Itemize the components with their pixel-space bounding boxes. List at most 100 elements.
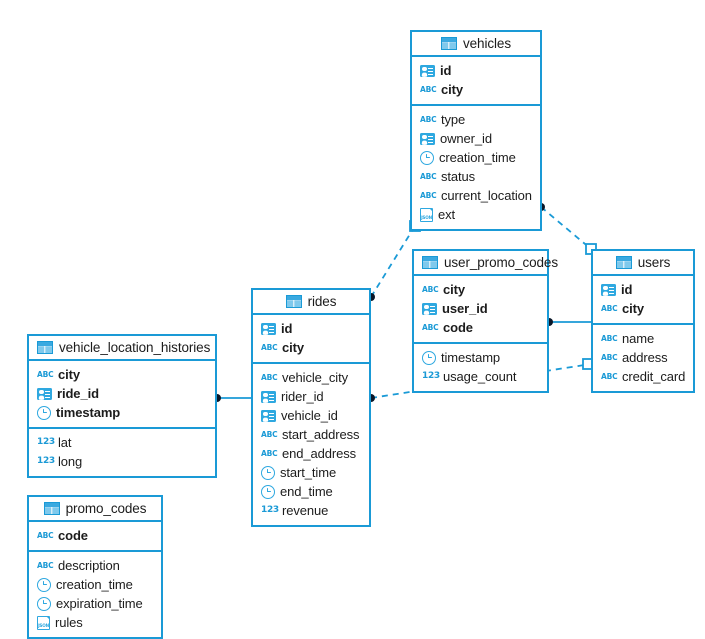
json-icon <box>420 207 433 222</box>
clock-icon <box>37 596 51 611</box>
field-users-id[interactable]: id <box>593 280 693 299</box>
field-promo_codes-expiration_time[interactable]: expiration_time <box>29 594 161 613</box>
field-promo_codes-code[interactable]: ABC code <box>29 526 161 545</box>
field-label: id <box>281 321 293 336</box>
field-label: id <box>440 63 452 78</box>
field-label: ext <box>438 207 456 222</box>
table-icon <box>37 341 53 354</box>
id-card-icon <box>261 390 276 403</box>
table-icon <box>285 295 302 308</box>
field-label: code <box>58 528 88 543</box>
relationship-user_promo_codes-users[interactable] <box>545 318 591 326</box>
entity-header-user_promo_codes[interactable]: user_promo_codes <box>414 251 558 276</box>
field-vehicle_location_histories-ride_id[interactable]: ride_id <box>29 384 215 403</box>
field-label: start_address <box>282 427 360 442</box>
field-label: timestamp <box>441 350 501 365</box>
field-rides-vehicle_id[interactable]: vehicle_id <box>253 406 369 425</box>
abc-icon: ABC <box>37 370 54 379</box>
field-user_promo_codes-user_id[interactable]: user_id <box>414 299 547 318</box>
abc-icon: ABC <box>420 172 437 181</box>
entity-title: user_promo_codes <box>444 255 558 270</box>
field-label: city <box>443 282 466 297</box>
entity-header-vehicle_location_histories[interactable]: vehicle_location_histories <box>29 336 215 361</box>
field-rides-start_address[interactable]: ABC start_address <box>253 425 369 444</box>
field-rides-end_time[interactable]: end_time <box>253 482 369 501</box>
entity-title: vehicles <box>463 36 511 51</box>
entity-header-rides[interactable]: rides <box>253 290 369 315</box>
field-vehicles-id[interactable]: id <box>412 61 540 80</box>
field-label: owner_id <box>440 131 492 146</box>
id-card-icon <box>422 302 437 315</box>
entity-header-vehicles[interactable]: vehicles <box>412 32 540 57</box>
clock-icon <box>420 150 434 165</box>
field-label: user_id <box>442 301 488 316</box>
field-promo_codes-creation_time[interactable]: creation_time <box>29 575 161 594</box>
abc-icon: ABC <box>601 334 618 343</box>
entity-header-promo_codes[interactable]: promo_codes <box>29 497 161 522</box>
abc-icon: ABC <box>601 353 618 362</box>
entity-title: users <box>637 255 671 270</box>
field-user_promo_codes-timestamp[interactable]: timestamp <box>414 348 547 367</box>
field-label: end_address <box>282 446 357 461</box>
abc-icon: ABC <box>261 373 278 382</box>
field-rides-start_time[interactable]: start_time <box>253 463 369 482</box>
field-label: rider_id <box>281 389 324 404</box>
field-vehicle_location_histories-timestamp[interactable]: timestamp <box>29 403 215 422</box>
field-rides-id[interactable]: id <box>253 319 369 338</box>
field-rides-rider_id[interactable]: rider_id <box>253 387 369 406</box>
abc-icon: ABC <box>37 531 54 540</box>
field-vehicles-creation_time[interactable]: creation_time <box>412 148 540 167</box>
field-label: long <box>58 454 83 469</box>
field-label: usage_count <box>443 369 517 384</box>
field-user_promo_codes-city[interactable]: ABC city <box>414 280 547 299</box>
abc-icon: ABC <box>422 285 439 294</box>
field-vehicles-ext[interactable]: ext <box>412 205 540 224</box>
abc-icon: ABC <box>261 430 278 439</box>
field-label: lat <box>58 435 72 450</box>
entity-header-users[interactable]: users <box>593 251 693 276</box>
abc-icon: ABC <box>601 372 618 381</box>
number-icon: 123 <box>37 456 55 466</box>
relationship-vehicle_location_histories-rides[interactable] <box>213 394 251 402</box>
number-icon: 123 <box>37 437 55 447</box>
relationship-vehicles-users[interactable] <box>537 203 597 255</box>
relationship-line <box>370 225 416 298</box>
field-promo_codes-rules[interactable]: rules <box>29 613 161 632</box>
id-card-icon <box>261 409 276 422</box>
field-vehicles-owner_id[interactable]: owner_id <box>412 129 540 148</box>
id-card-icon <box>37 387 52 400</box>
abc-icon: ABC <box>601 304 618 313</box>
